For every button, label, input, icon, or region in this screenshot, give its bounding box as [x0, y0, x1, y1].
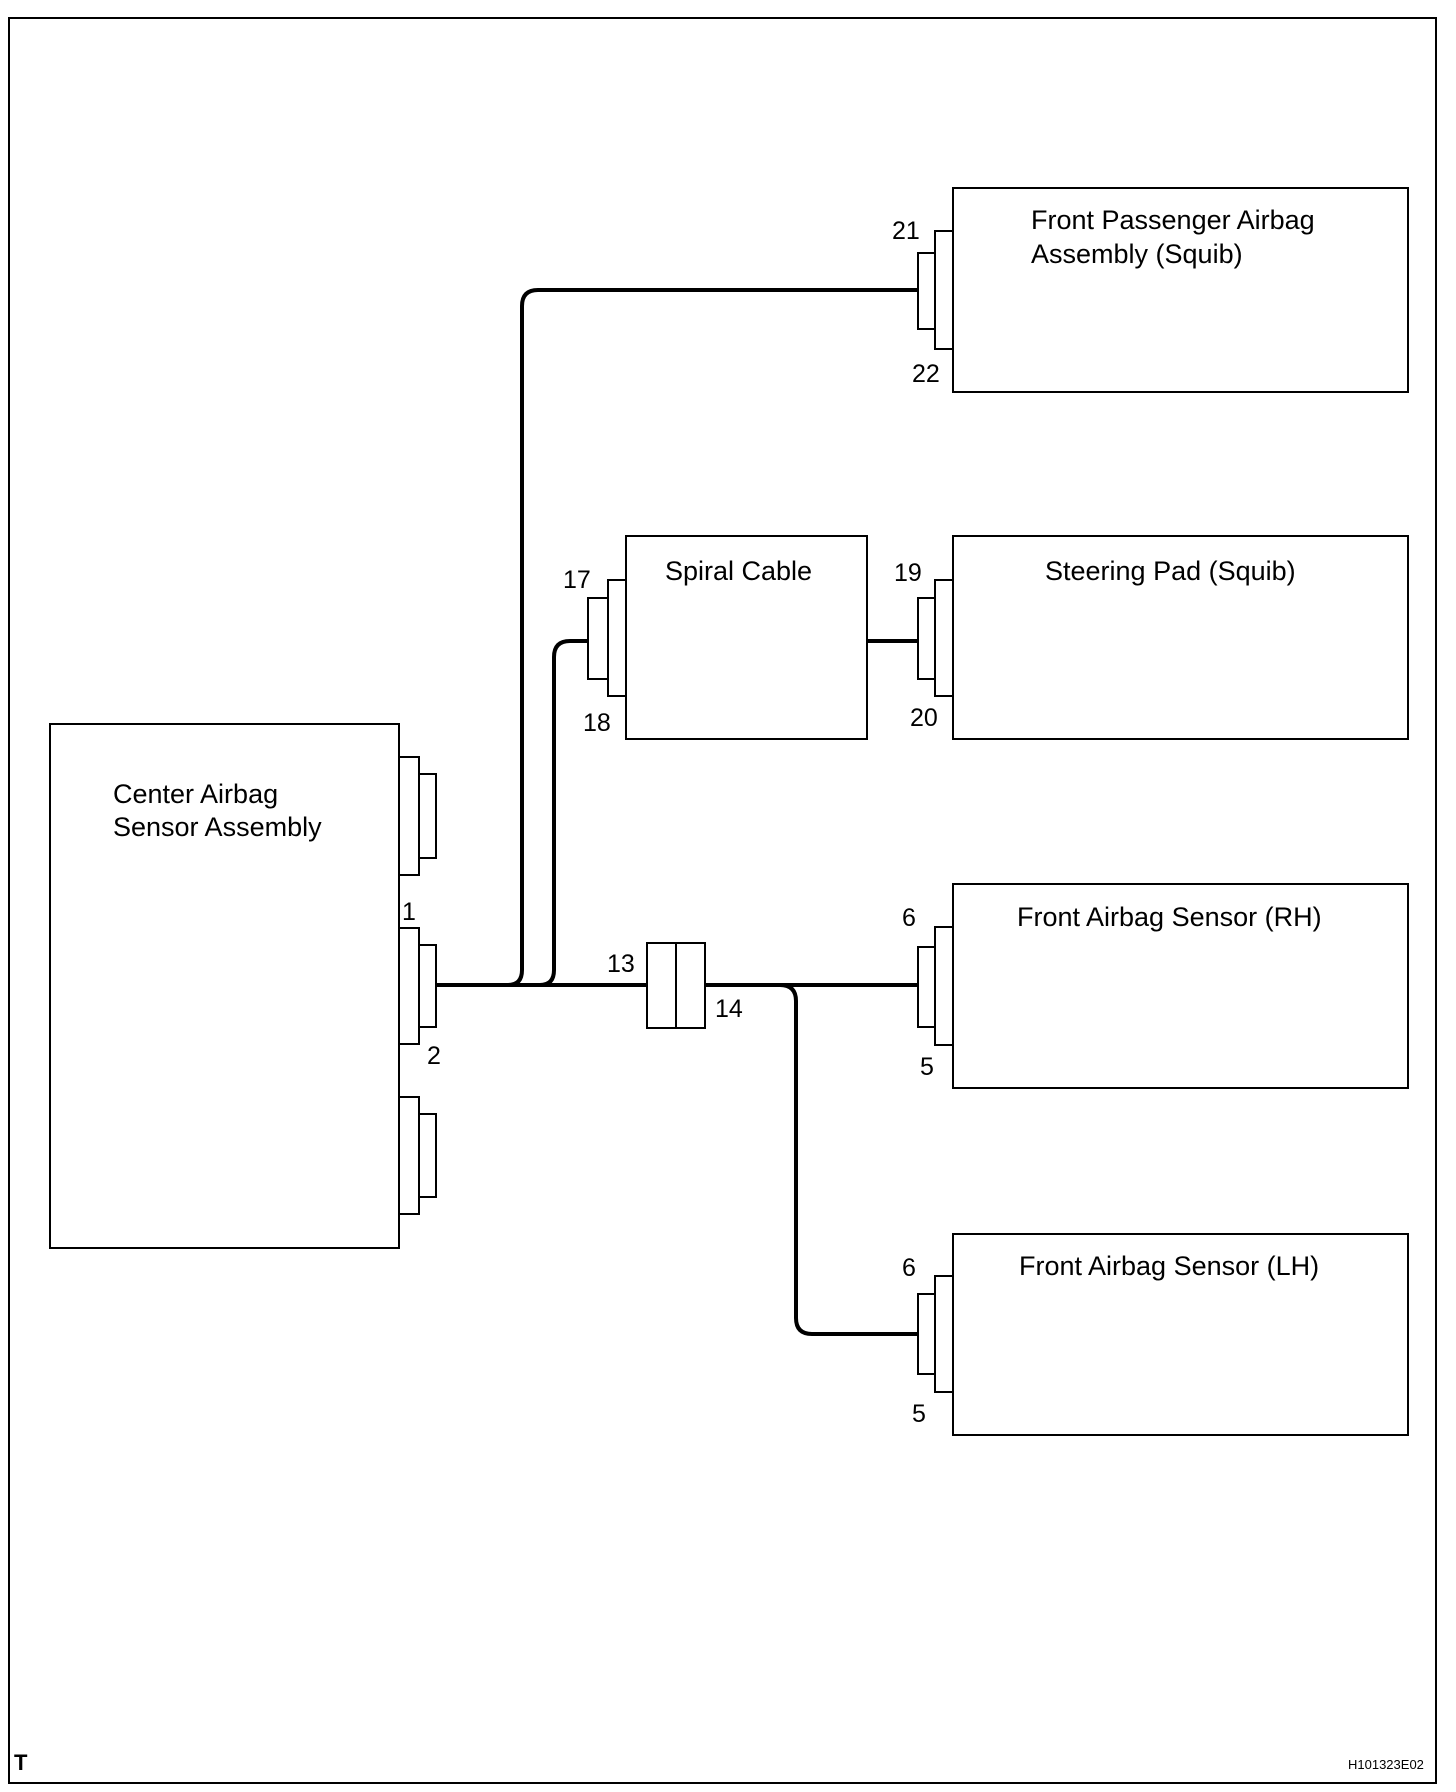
diagram-frame [8, 17, 1437, 1784]
front-passenger-airbag-assembly: Front Passenger Airbag Assembly (Squib) … [892, 187, 1409, 393]
front-airbag-sensor-rh-box [952, 883, 1409, 1089]
center-airbag-sensor-assembly: Center Airbag Sensor Assembly 1 2 [49, 723, 441, 1249]
steering-pad-squib: Steering Pad (Squib) 19 20 [894, 535, 1409, 740]
center-pin-top: 1 [402, 898, 416, 926]
center-pin-bottom: 2 [427, 1042, 441, 1070]
wire-to-passenger-airbag [506, 288, 920, 987]
front-airbag-sensor-rh-connector-inner [917, 946, 936, 1028]
steering-pad-box [952, 535, 1409, 740]
spiral-cable-pin-top: 17 [563, 566, 591, 594]
center-lower-connector-outer [398, 1096, 420, 1215]
spiral-cable: Spiral Cable 17 18 [563, 535, 868, 740]
front-airbag-sensor-lh-pin-bottom: 5 [912, 1400, 926, 1428]
wire-to-sensor-lh [778, 983, 920, 1336]
spiral-cable-box [625, 535, 868, 740]
steering-pad-connector-outer [934, 579, 954, 697]
steering-pad-connector-inner [917, 597, 936, 680]
front-airbag-sensor-lh-connector-outer [934, 1275, 954, 1393]
front-passenger-pin-bottom: 22 [912, 360, 940, 388]
center-upper-connector-outer [398, 756, 420, 876]
junction-pin-left: 13 [607, 950, 635, 978]
front-passenger-airbag-label-line2: Assembly (Squib) [1031, 239, 1243, 269]
junction-connector-right [675, 942, 706, 1029]
center-connector-inner [418, 944, 437, 1028]
front-airbag-sensor-rh-connector-outer [934, 926, 954, 1046]
spiral-cable-connector-outer [607, 579, 627, 697]
figure-code: H101323E02 [1348, 1757, 1424, 1772]
front-airbag-sensor-lh: Front Airbag Sensor (LH) 6 5 [902, 1233, 1409, 1436]
junction-connector: 13 14 [607, 942, 743, 1029]
front-airbag-sensor-rh-pin-bottom: 5 [920, 1053, 934, 1081]
spiral-cable-connector-inner [587, 597, 609, 680]
junction-connector-left [646, 942, 677, 1029]
front-passenger-airbag-box [952, 187, 1409, 393]
front-passenger-connector-outer [934, 230, 954, 350]
center-airbag-label-line2: Sensor Assembly [113, 812, 322, 842]
junction-pin-right: 14 [715, 995, 743, 1023]
wiring [434, 288, 920, 1336]
front-passenger-airbag-label-line1: Front Passenger Airbag [1031, 205, 1315, 235]
center-airbag-label-line1: Center Airbag [113, 779, 278, 809]
center-lower-connector-inner [418, 1113, 437, 1198]
spiral-cable-pin-bottom: 18 [583, 709, 611, 737]
steering-pad-pin-bottom: 20 [910, 704, 938, 732]
steering-pad-pin-top: 19 [894, 559, 922, 587]
front-airbag-sensor-rh-pin-top: 6 [902, 904, 916, 932]
corner-mark: T [14, 1750, 28, 1775]
front-airbag-sensor-rh-label: Front Airbag Sensor (RH) [1017, 902, 1322, 932]
front-passenger-pin-top: 21 [892, 217, 920, 245]
steering-pad-label: Steering Pad (Squib) [1045, 556, 1296, 586]
center-connector-outer [398, 927, 420, 1045]
center-airbag-sensor-box [49, 723, 400, 1249]
center-upper-connector-inner [418, 773, 437, 859]
spiral-cable-label: Spiral Cable [665, 556, 812, 586]
front-passenger-connector-inner [917, 252, 936, 330]
wire-to-spiral-cable [538, 639, 590, 987]
front-airbag-sensor-lh-connector-inner [917, 1293, 936, 1375]
front-airbag-sensor-rh: Front Airbag Sensor (RH) 6 5 [902, 883, 1409, 1089]
front-airbag-sensor-lh-pin-top: 6 [902, 1254, 916, 1282]
front-airbag-sensor-lh-label: Front Airbag Sensor (LH) [1019, 1251, 1319, 1281]
